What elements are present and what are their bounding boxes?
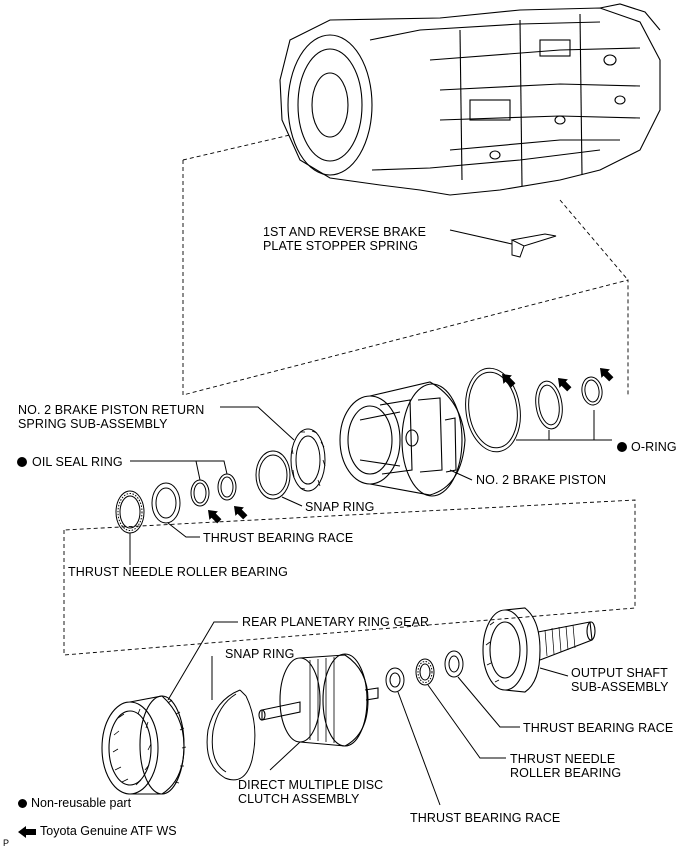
label-rear-planetary: REAR PLANETARY RING GEAR [242, 615, 430, 629]
thrust-needle-lower-leader [427, 684, 506, 759]
non-reusable-dot-icon [617, 442, 627, 452]
label-thrust-needle-lower: THRUST NEEDLE ROLLER BEARING [510, 752, 622, 780]
atf-arrow-icon [234, 506, 248, 520]
thrust-bearing-race-upper [151, 482, 181, 524]
label-stopper-spring: 1ST AND REVERSE BRAKE PLATE STOPPER SPRI… [263, 225, 427, 253]
label-snap-ring-lower: SNAP RING [225, 647, 295, 661]
rear-planetary-leader [167, 621, 238, 701]
corner-mark: P [3, 838, 10, 848]
thrust-race-upper-leader [167, 522, 200, 538]
atf-arrow-icon [600, 368, 614, 382]
no2-brake-piston [339, 381, 466, 497]
direct-clutch-leader [269, 741, 301, 771]
assembly-outline-lower [63, 499, 636, 656]
atf-arrow-icon [558, 378, 572, 392]
output-shaft-leader [539, 667, 569, 677]
thrust-bearing-race-right [444, 650, 464, 678]
label-thrust-bearing-race-right: THRUST BEARING RACE [523, 721, 674, 735]
label-o-ring: O-RING [631, 440, 677, 454]
oil-seal-leader [130, 460, 228, 481]
label-oil-seal-ring: OIL SEAL RING [32, 455, 123, 469]
thrust-needle-lower [415, 658, 435, 686]
label-return-spring: NO. 2 BRAKE PISTON RETURN SPRING SUB-ASS… [18, 403, 205, 431]
label-snap-ring-upper: SNAP RING [305, 500, 375, 514]
o-ring-large [465, 367, 521, 453]
label-thrust-bearing-race-bottom: THRUST BEARING RACE [410, 811, 561, 825]
rear-planetary-ring-gear [101, 695, 187, 795]
stopper-spring [449, 229, 557, 258]
transmission-case [279, 3, 661, 196]
legend-non-reusable: Non-reusable part [18, 796, 131, 810]
thrust-race-right-leader [457, 676, 520, 728]
brake-piston-leader [449, 469, 473, 481]
label-thrust-bearing-race-upper: THRUST BEARING RACE [203, 531, 354, 545]
thrust-race-bottom-leader [397, 691, 441, 806]
output-shaft-assembly [482, 607, 596, 693]
thrust-bearing-race-bottom [385, 667, 405, 693]
legend-atf-text: Toyota Genuine ATF WS [40, 824, 177, 838]
return-spring-leader [220, 406, 295, 441]
non-reusable-dot-icon [17, 457, 27, 467]
atf-arrow-icon [208, 510, 222, 524]
o-ring-leader [516, 410, 595, 441]
label-output-shaft: OUTPUT SHAFT SUB-ASSEMBLY [571, 666, 669, 694]
snap-ring-upper [255, 450, 291, 500]
label-direct-clutch: DIRECT MULTIPLE DISC CLUTCH ASSEMBLY [238, 778, 384, 806]
atf-arrow-icon [502, 374, 516, 388]
oil-seal-ring-2 [217, 473, 237, 501]
assembly-outline-upper [182, 134, 629, 396]
legend-non-reusable-text: Non-reusable part [31, 796, 132, 810]
o-ring-small [581, 376, 603, 406]
atf-arrow-left-icon [18, 825, 36, 838]
legend-atf: Toyota Genuine ATF WS [18, 824, 177, 838]
non-reusable-dot-icon [18, 799, 27, 809]
direct-clutch-assembly [258, 653, 379, 747]
snap-ring-lower [206, 689, 256, 781]
snap-ring-upper-leader [281, 496, 303, 507]
oil-seal-ring-1 [190, 479, 210, 507]
o-ring-medium [535, 380, 563, 430]
return-spring [290, 428, 326, 492]
label-brake-piston: NO. 2 BRAKE PISTON [476, 473, 607, 487]
label-thrust-needle-upper: THRUST NEEDLE ROLLER BEARING [68, 565, 288, 579]
